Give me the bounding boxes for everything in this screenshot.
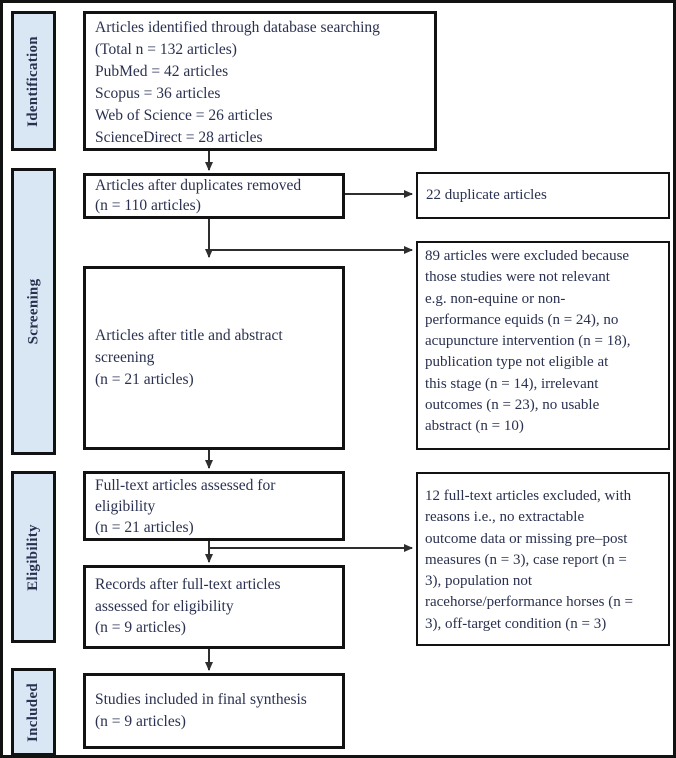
stage-identification: Identification [11, 11, 56, 151]
box-excluded-fulltext: 12 full-text articles excluded, with rea… [416, 472, 670, 646]
stage-screening: Screening [11, 168, 56, 455]
stage-eligibility-label: Eligibility [25, 523, 41, 591]
box-excluded-screening: 89 articles were excluded because those … [416, 241, 670, 450]
stage-included-label: Included [25, 682, 41, 742]
box-articles-identified: Articles identified through database sea… [83, 11, 437, 151]
stage-identification-label: Identification [25, 35, 41, 127]
box-title-abstract-screening-text: Articles after title and abstract screen… [95, 327, 283, 388]
stage-screening-label: Screening [25, 278, 42, 345]
box-duplicate-articles-text: 22 duplicate articles [426, 186, 547, 203]
stage-eligibility: Eligibility [11, 471, 56, 643]
box-after-duplicates-removed: Articles after duplicates removed (n = 1… [83, 173, 345, 219]
box-fulltext-assessed: Full-text articles assessed for eligibil… [83, 471, 345, 541]
box-duplicate-articles: 22 duplicate articles [416, 172, 670, 219]
stage-included: Included [11, 668, 56, 755]
box-title-abstract-screening: Articles after title and abstract screen… [83, 266, 345, 450]
box-records-after-fulltext: Records after full-text articles assesse… [83, 565, 345, 649]
box-included-final-text: Studies included in final synthesis (n =… [95, 691, 307, 730]
box-included-final: Studies included in final synthesis (n =… [83, 673, 345, 749]
